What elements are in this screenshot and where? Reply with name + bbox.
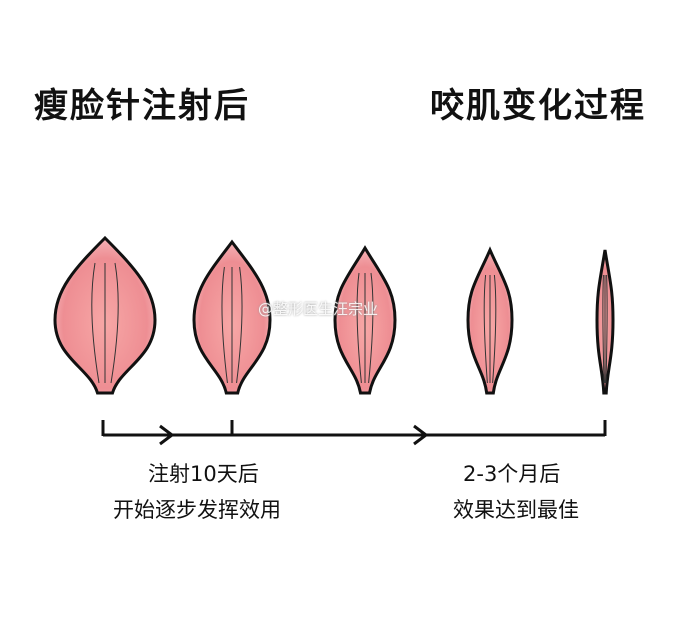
- muscle-fiber: [483, 274, 488, 384]
- muscle-fiber: [602, 274, 605, 384]
- arrow-icon: [413, 424, 429, 446]
- title-right: 咬肌变化过程: [430, 86, 646, 126]
- caption-1-line2: 开始逐步发挥效用: [113, 498, 281, 522]
- caption-2-line2: 效果达到最佳: [453, 498, 579, 522]
- caption-1-line1: 注射10天后: [148, 462, 259, 486]
- muscle-fiber: [492, 274, 497, 384]
- muscle-fiber: [356, 272, 362, 384]
- title-left: 瘦脸针注射后: [34, 86, 250, 126]
- muscle-fiber: [368, 272, 374, 384]
- muscle-fiber: [236, 266, 243, 384]
- muscle-fiber: [110, 262, 119, 384]
- watermark: @整形医生汪宗业: [258, 300, 379, 318]
- muscle-fiber: [91, 262, 100, 384]
- muscle-fiber: [605, 274, 608, 384]
- timeline: [101, 420, 607, 446]
- caption-2-line1: 2-3个月后: [463, 462, 561, 486]
- arrow-icon: [159, 424, 175, 446]
- muscle-fiber: [221, 266, 228, 384]
